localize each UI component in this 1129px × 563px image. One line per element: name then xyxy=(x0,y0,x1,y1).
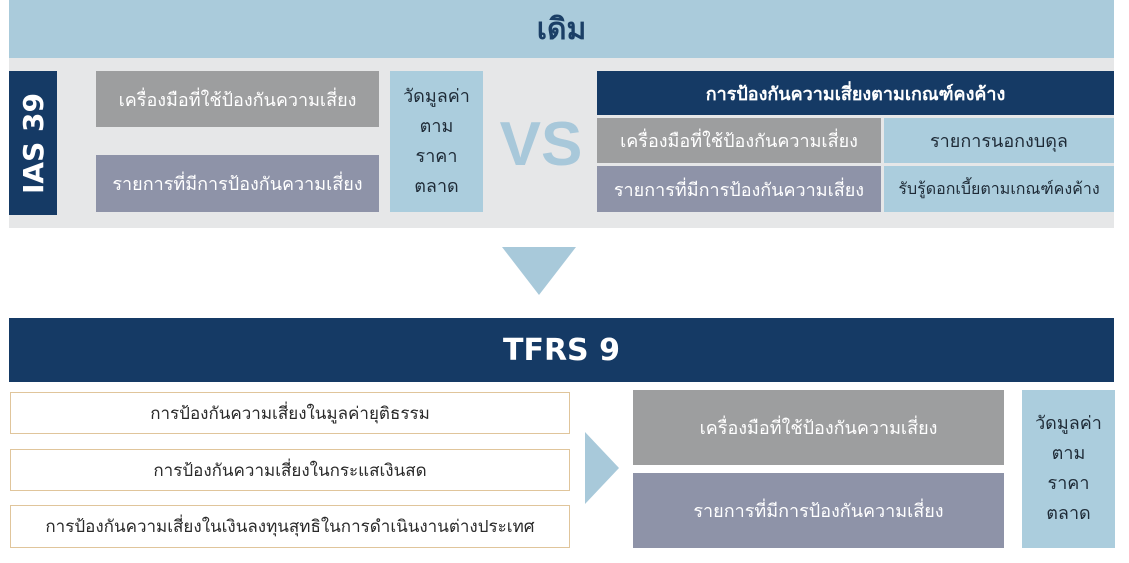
versus-label: VS xyxy=(488,105,594,183)
ias39-fair-value-box: วัดมูลค่า ตาม ราคา ตลาด xyxy=(390,71,483,212)
ias39-hedging-instrument-text: เครื่องมือที่ใช้ป้องกันความเสี่ยง xyxy=(118,89,357,111)
right-arrow-icon xyxy=(585,432,619,504)
fair-value-hedge-text: การป้องกันความเสี่ยงในมูลค่ายุติธรรม xyxy=(150,403,430,424)
fair-value-hedge-box: การป้องกันความเสี่ยงในมูลค่ายุติธรรม xyxy=(10,392,570,434)
ias39-hedged-item-text: รายการที่มีการป้องกันความเสี่ยง xyxy=(112,174,363,195)
tfrs9-hedged-item-box: รายการที่มีการป้องกันความเสี่ยง xyxy=(633,473,1004,548)
fair-value-line: วัดมูลค่า xyxy=(1035,413,1102,434)
ias39-hedging-instrument-box: เครื่องมือที่ใช้ป้องกันความเสี่ยง xyxy=(96,71,379,127)
cash-flow-hedge-text: การป้องกันความเสี่ยงในกระแสเงินสด xyxy=(153,460,427,481)
accrual-hedged-item-text: รายการที่มีการป้องกันความเสี่ยง xyxy=(613,179,865,201)
tfrs9-header: TFRS 9 xyxy=(9,318,1114,382)
accrual-hedged-item-box: รายการที่มีการป้องกันความเสี่ยง xyxy=(597,166,881,212)
ias39-hedged-item-box: รายการที่มีการป้องกันความเสี่ยง xyxy=(96,155,379,212)
ias39-label-text: IAS 39 xyxy=(16,92,50,194)
previous-standard-header: เดิม xyxy=(9,0,1114,58)
off-balance-sheet-text: รายการนอกงบดุล xyxy=(930,131,1068,152)
accrual-hedging-instrument-text: เครื่องมือที่ใช้ป้องกันความเสี่ยง xyxy=(620,131,858,152)
accrual-interest-box: รับรู้ดอกเบี้ยตามเกณฑ์คงค้าง xyxy=(884,166,1114,212)
accrual-interest-text: รับรู้ดอกเบี้ยตามเกณฑ์คงค้าง xyxy=(898,178,1100,198)
fair-value-line: ตาม xyxy=(419,115,454,137)
fair-value-line: ตลาด xyxy=(414,175,459,197)
versus-text: VS xyxy=(499,109,583,179)
tfrs9-fair-value-box: วัดมูลค่า ตาม ราคา ตลาด xyxy=(1022,390,1115,548)
off-balance-sheet-box: รายการนอกงบดุล xyxy=(884,118,1114,163)
down-arrow-icon xyxy=(502,247,576,295)
tfrs9-title: TFRS 9 xyxy=(503,332,620,368)
accrual-hedging-instrument-box: เครื่องมือที่ใช้ป้องกันความเสี่ยง xyxy=(597,118,881,163)
fair-value-line: ตาม xyxy=(1051,443,1086,464)
accrual-hedging-title: การป้องกันความเสี่ยงตามเกณฑ์คงค้าง xyxy=(705,83,1006,105)
accrual-hedging-header: การป้องกันความเสี่ยงตามเกณฑ์คงค้าง xyxy=(597,71,1114,115)
net-investment-hedge-box: การป้องกันความเสี่ยงในเงินลงทุนสุทธิในกา… xyxy=(10,505,570,548)
tfrs9-hedging-instrument-box: เครื่องมือที่ใช้ป้องกันความเสี่ยง xyxy=(633,390,1004,465)
previous-standard-title: เดิม xyxy=(536,11,587,47)
fair-value-line: ราคา xyxy=(1047,473,1090,494)
fair-value-line: วัดมูลค่า xyxy=(403,85,470,107)
fair-value-line: ราคา xyxy=(415,145,458,167)
tfrs9-hedged-item-text: รายการที่มีการป้องกันความเสี่ยง xyxy=(693,501,944,522)
tfrs9-hedging-instrument-text: เครื่องมือที่ใช้ป้องกันความเสี่ยง xyxy=(699,418,938,439)
ias39-label: IAS 39 xyxy=(9,71,57,215)
fair-value-line: ตลาด xyxy=(1046,503,1091,524)
cash-flow-hedge-box: การป้องกันความเสี่ยงในกระแสเงินสด xyxy=(10,449,570,491)
net-investment-hedge-text: การป้องกันความเสี่ยงในเงินลงทุนสุทธิในกา… xyxy=(45,517,535,537)
